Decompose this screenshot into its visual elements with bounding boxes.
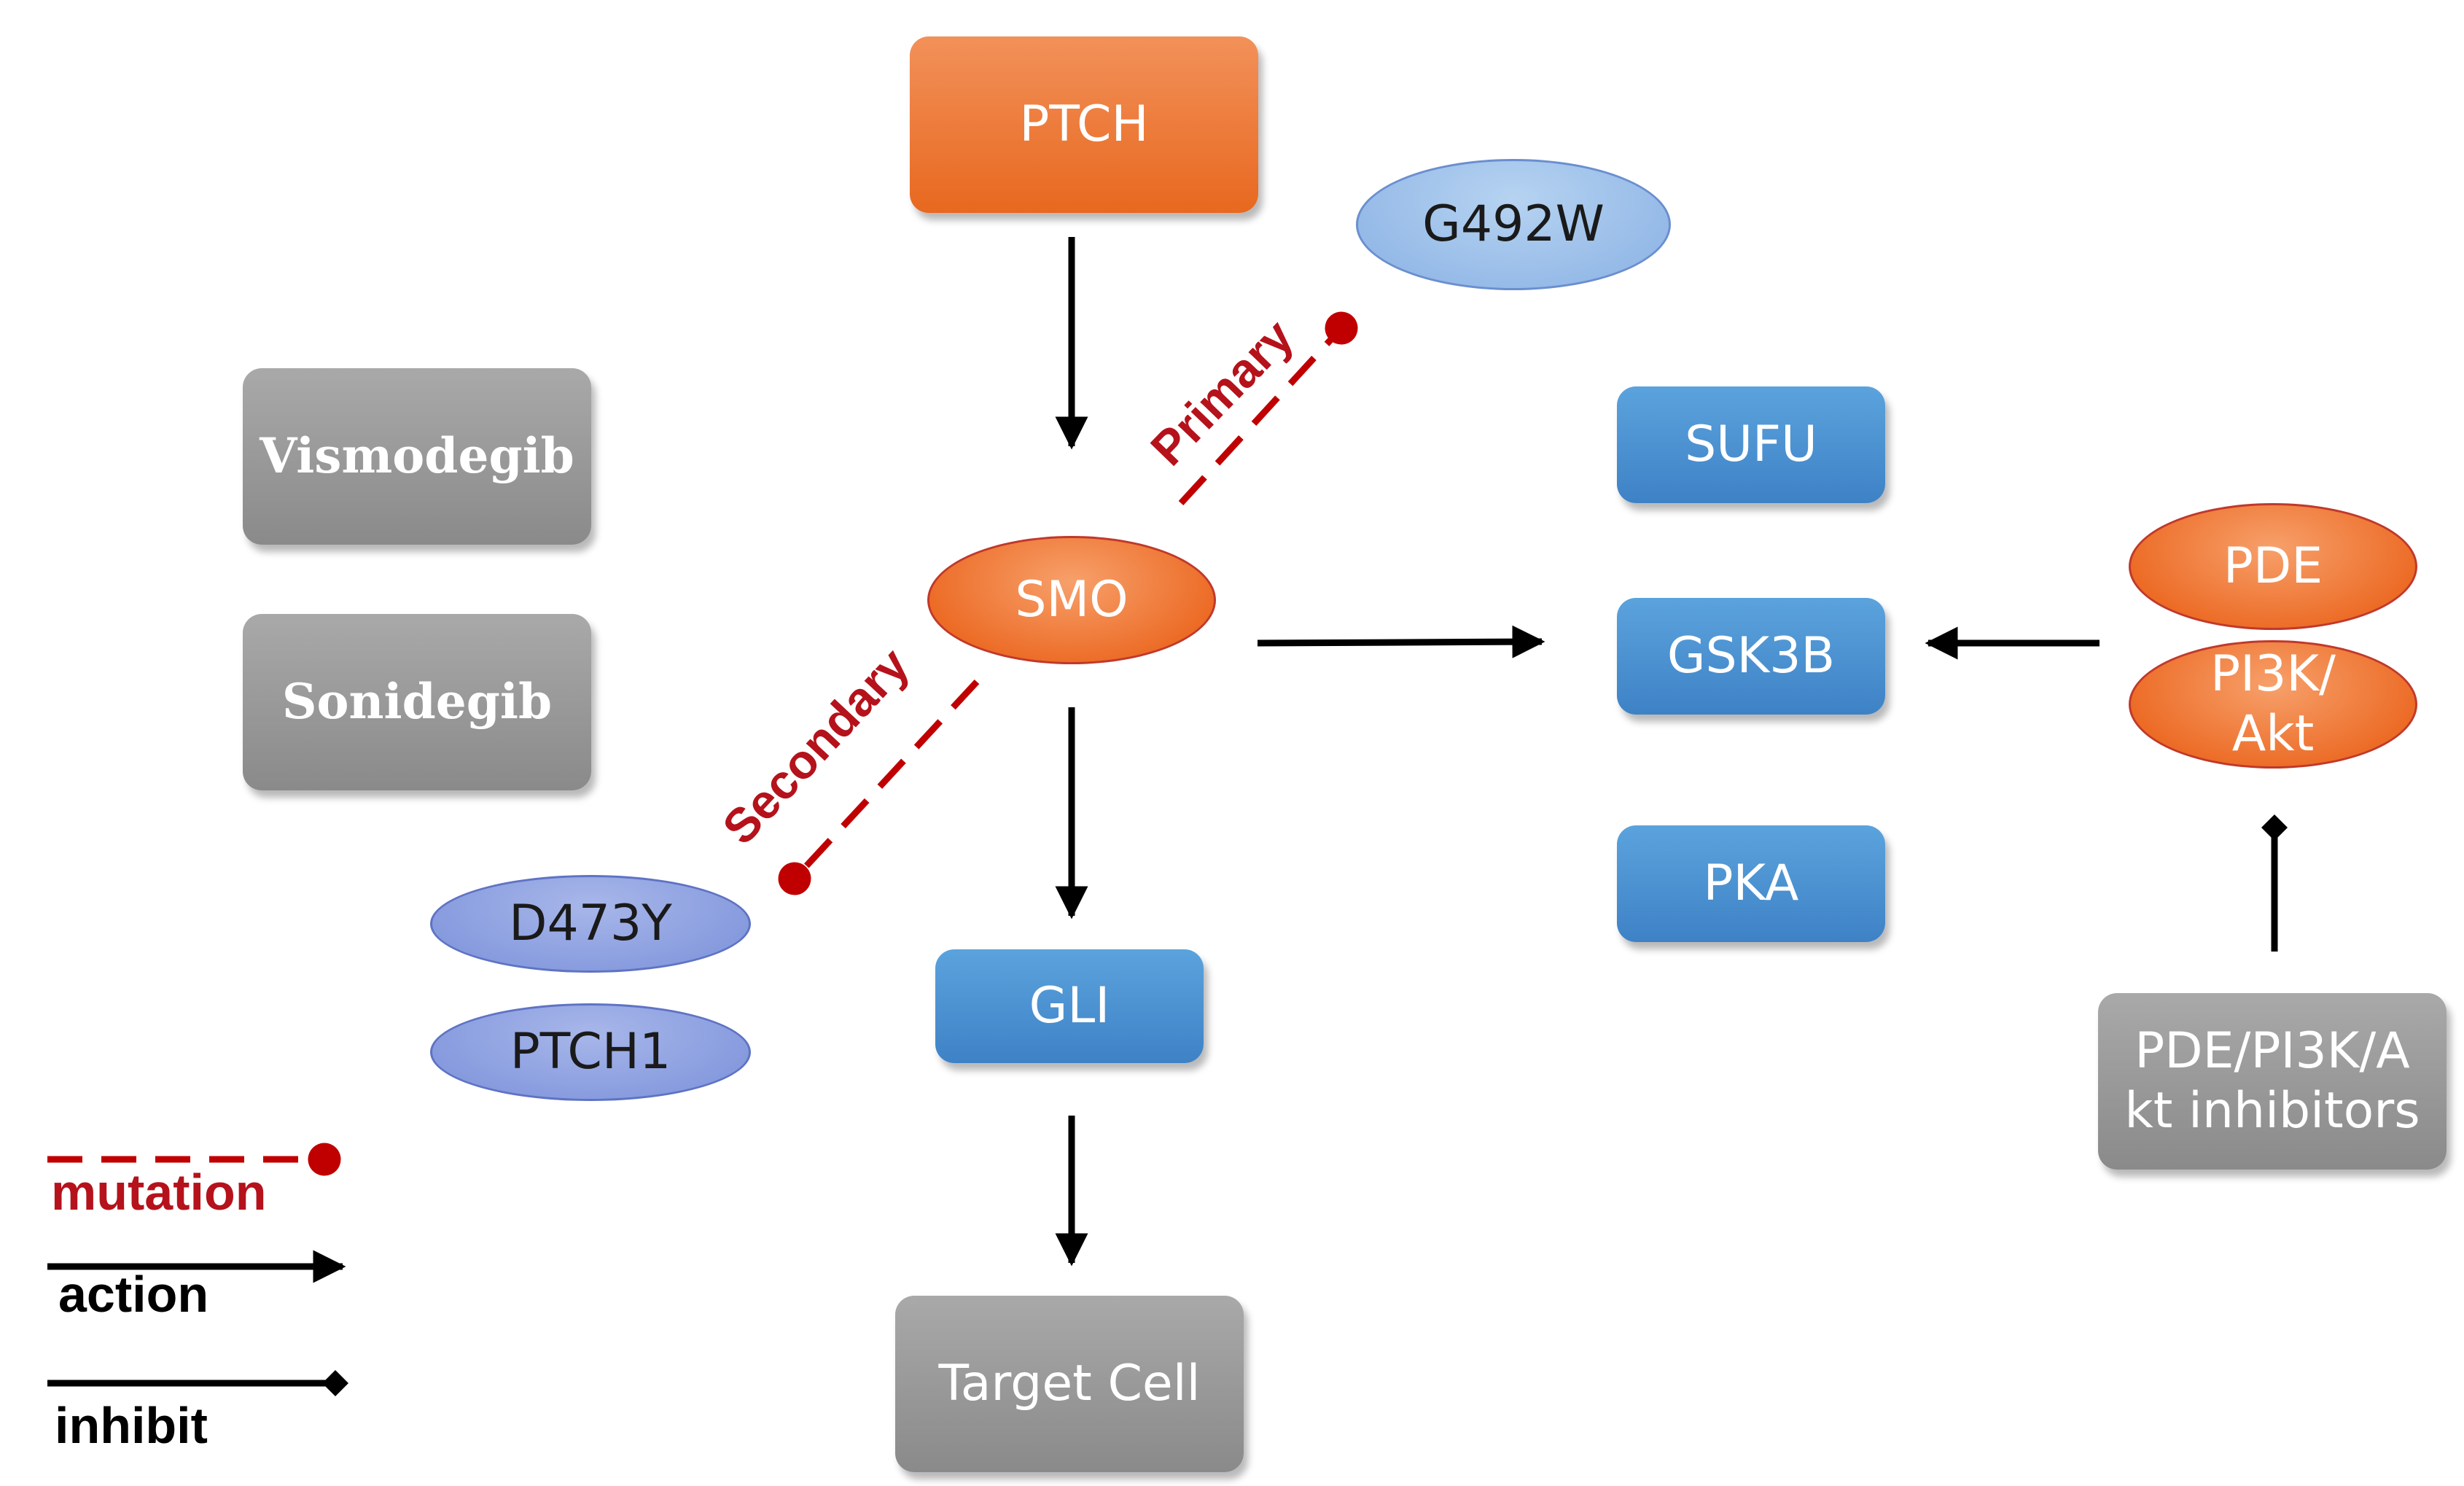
legend-action-label: action <box>58 1266 209 1323</box>
mutation-line-secondary <box>778 679 980 895</box>
vismodegib-node: Vismodegib <box>243 368 591 545</box>
g492w-node: G492W <box>1356 159 1671 290</box>
gli-label: GLI <box>1029 977 1110 1035</box>
sufu-label: SUFU <box>1685 416 1817 474</box>
pi3k-akt-node: PI3K/ Akt <box>2129 640 2417 769</box>
sonidegib-node: Sonidegib <box>243 614 591 790</box>
inhibitors-label: PDE/PI3K/A kt inhibitors <box>2124 1022 2420 1140</box>
sonidegib-label: Sonidegib <box>281 673 553 731</box>
ptch1-label: PTCH1 <box>510 1023 671 1081</box>
smo-label: SMO <box>1015 571 1128 629</box>
target-cell-label: Target Cell <box>938 1355 1201 1413</box>
gsk3b-node: GSK3B <box>1617 598 1885 715</box>
gsk3b-label: GSK3B <box>1666 627 1836 685</box>
d473y-node: D473Y <box>430 875 751 973</box>
arrow-smo-to-gsk3b <box>1257 625 1545 658</box>
gli-node: GLI <box>935 949 1204 1063</box>
vismodegib-label: Vismodegib <box>260 427 574 485</box>
ptch-node: PTCH <box>910 36 1258 213</box>
legend-inhibit-label: inhibit <box>55 1397 208 1454</box>
pka-label: PKA <box>1703 855 1799 913</box>
smo-node: SMO <box>927 536 1216 664</box>
g492w-label: G492W <box>1422 195 1605 254</box>
inhibitors-node: PDE/PI3K/A kt inhibitors <box>2098 993 2447 1170</box>
mutation-line-primary <box>1178 311 1358 506</box>
pde-node: PDE <box>2129 503 2417 630</box>
pka-node: PKA <box>1617 825 1885 942</box>
legend-mutation-label: mutation <box>51 1164 267 1221</box>
ptch-label: PTCH <box>1019 96 1149 154</box>
pi3k-akt-label: PI3K/ Akt <box>2210 645 2336 763</box>
ptch1-node: PTCH1 <box>430 1003 751 1101</box>
target-cell-node: Target Cell <box>895 1296 1244 1472</box>
sufu-node: SUFU <box>1617 386 1885 503</box>
d473y-label: D473Y <box>509 895 672 953</box>
pde-label: PDE <box>2223 537 2323 596</box>
